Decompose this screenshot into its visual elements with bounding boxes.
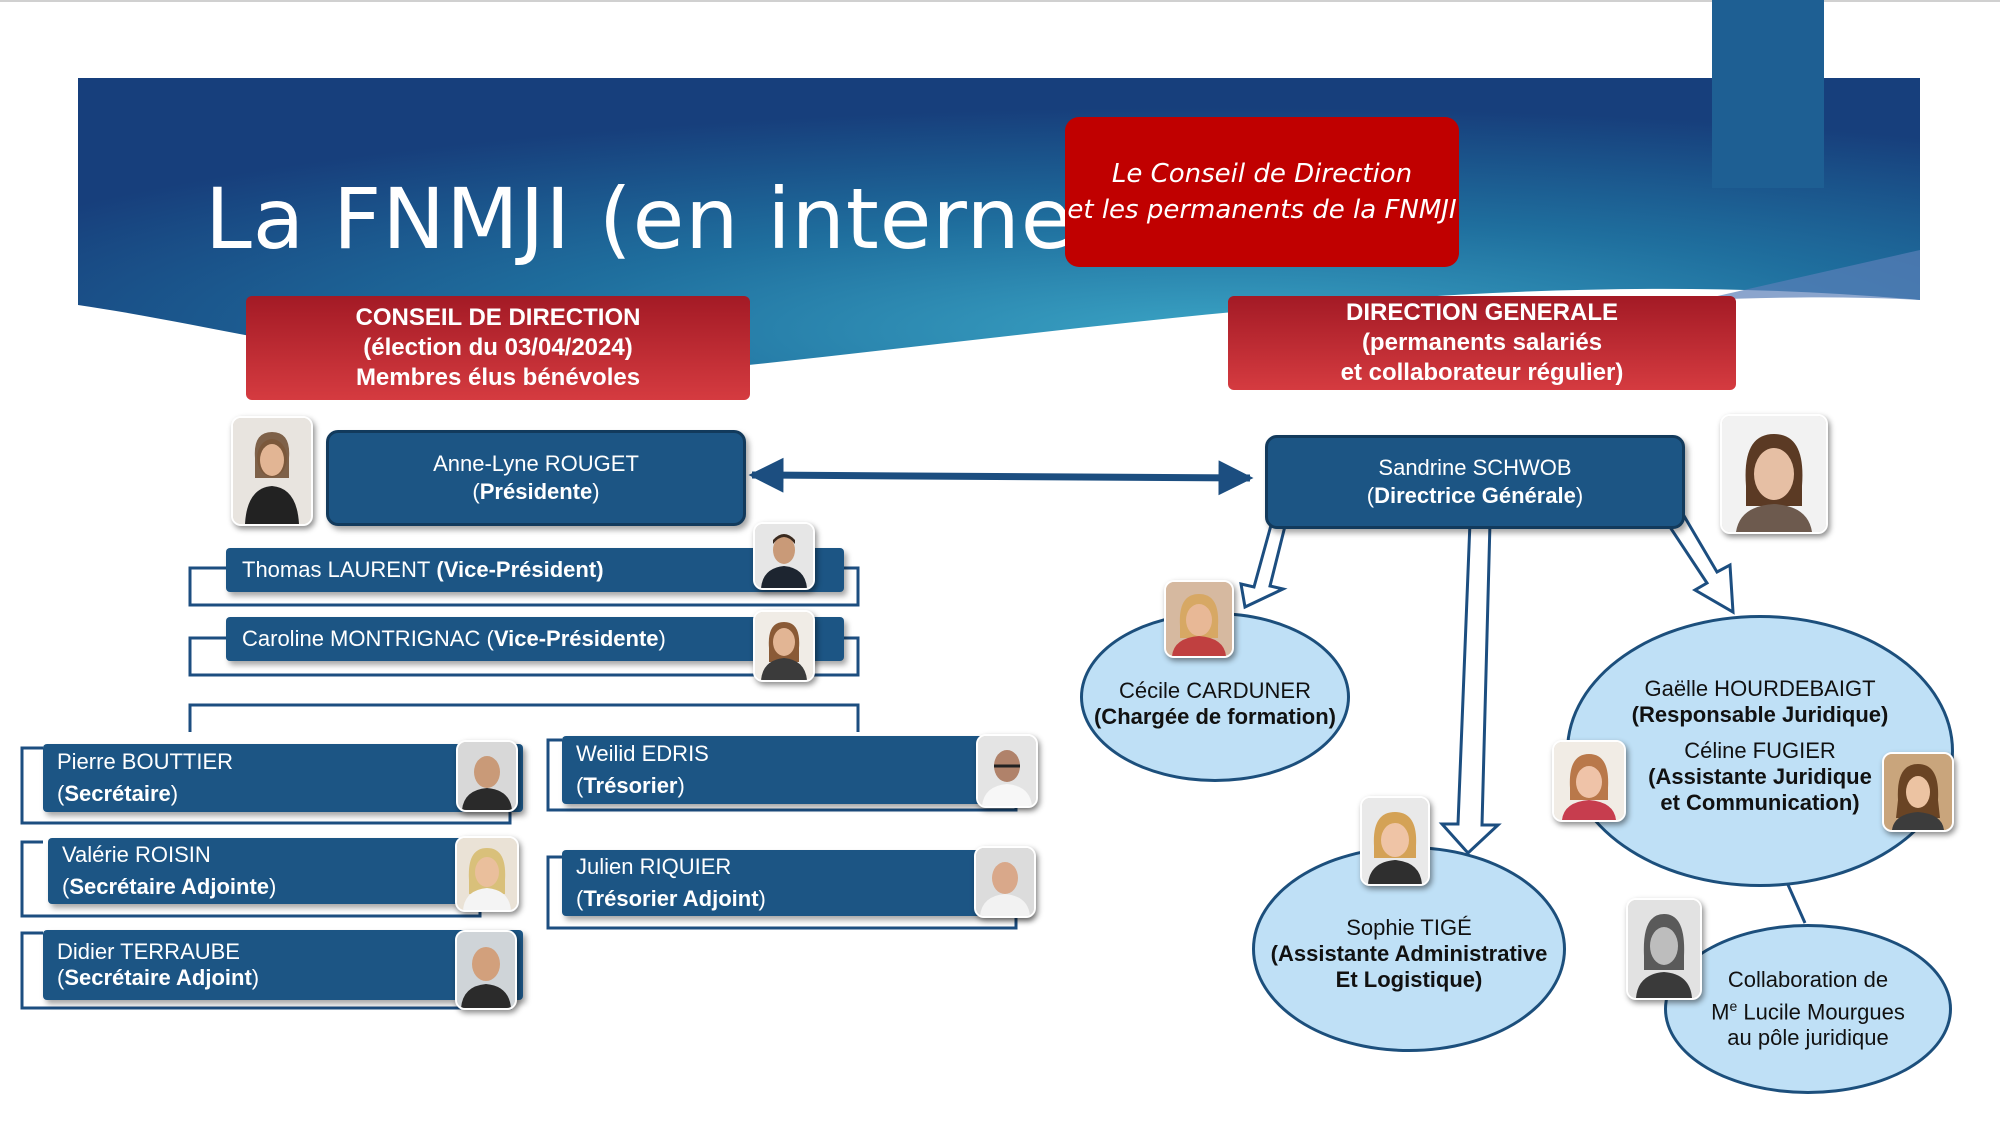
staff-hourdebaigt-photo: [1552, 740, 1626, 822]
member-riquier-role: (Trésorier Adjoint): [576, 886, 766, 911]
slide-title: La FNMJI (en interne): [205, 170, 1108, 268]
corner-tab: [1712, 0, 1824, 188]
portrait-icon: [458, 742, 516, 810]
vice-president-1-name: Thomas LAURENT: [242, 557, 431, 582]
member-edris-name: Weilid EDRIS: [576, 741, 709, 766]
member-riquier-name: Julien RIQUIER: [576, 854, 732, 879]
direction-header-line3: et collaborateur régulier): [1340, 359, 1624, 386]
portrait-icon: [1884, 754, 1952, 830]
portrait-icon: [755, 612, 813, 680]
conseil-header-line2: (élection du 03/04/2024): [363, 334, 633, 361]
staff-collaboration: Collaboration de Me Lucile Mourgues au p…: [1664, 924, 1952, 1094]
staff-carduner-photo: [1164, 580, 1234, 658]
member-edris: Weilid EDRIS (Trésorier): [562, 736, 1030, 804]
staff-carduner: Cécile CARDUNER (Chargée de formation): [1080, 612, 1350, 782]
president-box: Anne-Lyne ROUGET (Présidente): [326, 430, 746, 526]
collab-line-2: Me Lucile Mourgues: [1711, 997, 1905, 1025]
collab-line-1: Collaboration de: [1727, 966, 1889, 992]
staff-tige-name: Sophie TIGÉ: [1346, 915, 1472, 940]
member-roisin: Valérie ROISIN (Secrétaire Adjointe): [48, 838, 492, 904]
staff-fugier-photo: [1882, 752, 1954, 832]
president-photo: [231, 416, 313, 526]
member-bouttier-name: Pierre BOUTTIER: [57, 749, 234, 774]
subtitle-line-2: et les permanents de la FNMJI: [1067, 195, 1457, 225]
portrait-icon: [978, 736, 1036, 806]
member-roisin-name: Valérie ROISIN: [62, 842, 211, 867]
member-roisin-role: (Secrétaire Adjointe): [62, 874, 277, 899]
staff-hourdebaigt-role: (Responsable Juridique): [1631, 702, 1889, 727]
vice-president-2-name: Caroline MONTRIGNAC: [242, 626, 481, 651]
vice-president-box-1: Thomas LAURENT (Vice-Président): [226, 548, 844, 592]
conseil-header-line3: Membres élus bénévoles: [355, 364, 641, 391]
president-name: Anne-Lyne ROUGET: [433, 451, 639, 476]
portrait-icon: [1722, 416, 1826, 532]
staff-carduner-name: Cécile CARDUNER: [1119, 678, 1311, 703]
subtitle-line-1: Le Conseil de Direction: [1111, 159, 1413, 189]
staff-tige-photo: [1360, 796, 1430, 886]
direction-header-line2: (permanents salariés: [1361, 329, 1603, 356]
president-director-arrow: [748, 457, 1254, 496]
conseil-header-line1: CONSEIL DE DIRECTION: [355, 304, 641, 331]
subtitle-box: Le Conseil de Direction et les permanent…: [1065, 117, 1459, 267]
member-terraube-name: Didier TERRAUBE: [57, 939, 240, 964]
staff-mourgues-photo: [1626, 898, 1702, 1000]
member-riquier-photo: [974, 846, 1036, 918]
directrice-box: Sandrine SCHWOB (Directrice Générale): [1265, 435, 1685, 529]
member-riquier: Julien RIQUIER (Trésorier Adjoint): [562, 850, 1030, 916]
portrait-icon: [1166, 582, 1232, 656]
president-role: (Présidente): [472, 479, 600, 504]
direction-header-line1: DIRECTION GENERALE: [1345, 299, 1618, 326]
member-terraube-photo: [455, 930, 517, 1010]
staff-tige-role-1: (Assistante Administrative: [1270, 941, 1548, 966]
staff-hourdebaigt-name: Gaëlle HOURDEBAIGT: [1644, 676, 1876, 701]
portrait-icon: [1362, 798, 1428, 884]
collab-line-3: au pôle juridique: [1727, 1025, 1889, 1051]
president-portrait-icon: [233, 418, 311, 524]
staff-juridique: Gaëlle HOURDEBAIGT (Responsable Juridiqu…: [1566, 615, 1954, 887]
staff-carduner-role: (Chargée de formation): [1093, 704, 1337, 729]
directrice-name: Sandrine SCHWOB: [1378, 455, 1572, 480]
staff-fugier-role-2: et Communication): [1660, 790, 1860, 815]
portrait-icon: [1554, 742, 1624, 820]
member-bouttier-role: (Secrétaire): [57, 781, 179, 806]
vice-president-box-2: Caroline MONTRIGNAC (Vice-Présidente): [226, 617, 844, 661]
member-terraube: Didier TERRAUBE (Secrétaire Adjoint): [43, 930, 523, 1000]
portrait-icon: [1628, 900, 1700, 998]
member-roisin-photo: [455, 836, 519, 912]
staff-fugier-name: Céline FUGIER: [1684, 738, 1836, 763]
directrice-photo: [1720, 414, 1828, 534]
portrait-icon: [976, 848, 1034, 916]
vice-president-1-role: Vice-Président: [443, 557, 597, 582]
portrait-icon: [457, 932, 515, 1008]
directrice-role: (Directrice Générale): [1366, 483, 1584, 508]
staff-fugier-role-1: (Assistante Juridique: [1648, 764, 1872, 789]
member-edris-photo: [976, 734, 1038, 808]
member-terraube-role: (Secrétaire Adjoint): [57, 965, 260, 990]
portrait-icon: [457, 838, 517, 910]
vice-president-1-photo: [753, 522, 815, 590]
direction-header: DIRECTION GENERALE (permanents salariés …: [1228, 296, 1736, 390]
member-bouttier-photo: [456, 740, 518, 812]
conseil-header: CONSEIL DE DIRECTION (élection du 03/04/…: [246, 296, 750, 400]
member-edris-role: (Trésorier): [576, 773, 685, 798]
portrait-icon: [755, 524, 813, 588]
vice-president-2-role: Vice-Présidente: [493, 626, 659, 651]
staff-tige-role-2: Et Logistique): [1335, 967, 1483, 992]
vice-president-2-photo: [753, 610, 815, 682]
member-bouttier: Pierre BOUTTIER (Secrétaire): [43, 744, 523, 812]
